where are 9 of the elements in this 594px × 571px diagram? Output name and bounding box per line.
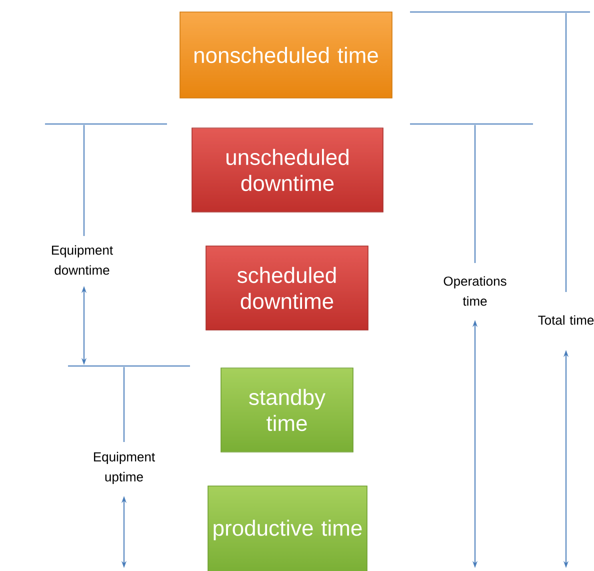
dimension-label: Equipment uptime: [94, 452, 155, 484]
time-box: standby time: [220, 368, 354, 452]
time-box: nonscheduled time: [180, 12, 392, 98]
dimension-label: Equipment downtime: [52, 245, 113, 275]
time-box: unscheduled downtime: [192, 128, 384, 212]
dimension-label: Operations time: [444, 276, 506, 306]
dimension-label: Total time: [538, 315, 594, 325]
time-box: scheduled downtime: [206, 246, 368, 330]
time-box: productive time: [208, 486, 368, 571]
